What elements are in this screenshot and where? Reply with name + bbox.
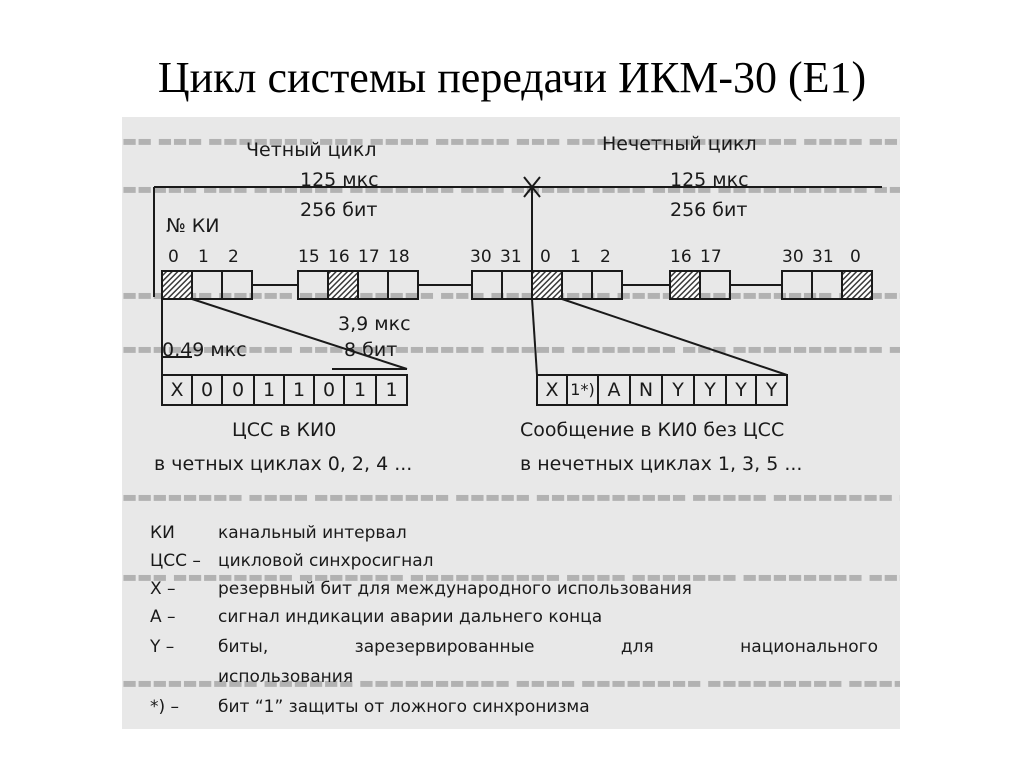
ki-number-label: № КИ — [166, 215, 220, 237]
even-slot-label: 15 — [298, 247, 320, 267]
odd-bit-cell: Y — [672, 379, 684, 401]
legend-term: A – — [150, 607, 176, 627]
even-cycle-bits: 256 бит — [300, 199, 378, 221]
odd-slot-0-hatch — [533, 272, 561, 298]
odd-bit-cell: X — [545, 379, 559, 401]
bleed-through-line: ▬▬▬ ▬▬▬▬▬▬▬▬ ▬▬▬▬▬▬▬ ▬▬▬▬▬▬▬▬▬▬ ▬▬▬▬ ▬▬▬… — [122, 567, 900, 586]
legend-definition: резервный бит для международного использ… — [218, 579, 692, 599]
legend-row: ЦСС – цикловой синхросигнал — [150, 551, 434, 571]
legend-definition: биты, зарезервированные для национальног… — [218, 637, 878, 657]
even-slot-label: 16 — [328, 247, 350, 267]
scanned-diagram: ▬▬ ▬▬▬ ▬▬▬▬▬▬▬ ▬▬▬ ▬▬▬▬ ▬▬▬▬▬ ▬▬▬ ▬▬▬▬▬▬… — [122, 117, 900, 729]
odd-cycle-period: 125 мкс — [670, 169, 749, 191]
odd-slot-16-hatch — [671, 272, 699, 298]
even-slot-label: 30 — [470, 247, 492, 267]
even-slot-label: 1 — [198, 247, 209, 267]
legend-definition: использования — [218, 667, 354, 687]
even-bit-cell: 0 — [231, 379, 245, 401]
legend-term: КИ — [150, 523, 175, 543]
odd-slot-label: 0 — [850, 247, 861, 267]
frame-structure-diagram: Четный цикл 125 мкс 256 бит № КИ 0 1 2 1… — [122, 117, 900, 729]
legend-term: X – — [150, 579, 176, 599]
legend-row: A – сигнал индикации аварии дальнего конц… — [150, 607, 602, 627]
legend-definition: канальный интервал — [218, 523, 407, 543]
even-bit-cell: X — [170, 379, 184, 401]
next-slot-0-hatch — [843, 272, 871, 298]
legend-row: X – резервный бит для международного испо… — [150, 579, 692, 599]
bleed-through-line: ▬▬▬▬ ▬▬▬▬▬▬▬ ▬▬▬ ▬▬▬▬▬▬▬▬▬ ▬▬▬▬▬ ▬▬▬▬▬▬▬… — [122, 339, 900, 358]
even-slot-label: 2 — [228, 247, 239, 267]
legend-definition: сигнал индикации аварии дальнего конца — [218, 607, 603, 627]
even-bit-cell: 1 — [353, 379, 367, 401]
legend-term: Y – — [150, 637, 175, 657]
even-bit-cell: 0 — [200, 379, 214, 401]
slot-duration: 3,9 мкс — [338, 313, 411, 335]
even-slot-0-hatch — [163, 272, 191, 298]
odd-slot-label: 30 — [782, 247, 804, 267]
odd-bit-cell: 1*) — [570, 380, 595, 399]
odd-bit-cell: Y — [704, 379, 716, 401]
bleed-through-line: ▬▬▬▬▬▬▬▬ ▬▬▬▬ ▬▬▬▬▬▬▬▬▬ ▬▬▬▬▬ ▬▬▬▬▬▬▬▬▬▬… — [122, 487, 900, 506]
even-slot-16-hatch — [329, 272, 357, 298]
odd-bit-cell: Y — [765, 379, 778, 401]
odd-bit-cell: Y — [735, 379, 747, 401]
legend-row: *) – бит “1” защиты от ложного синхронизм… — [150, 697, 590, 717]
odd-cycle-title: Нечетный цикл — [602, 133, 757, 155]
even-bit-cell: 0 — [322, 379, 336, 401]
even-bit-cell: 1 — [385, 379, 398, 401]
odd-cycle-bits: 256 бит — [670, 199, 748, 221]
odd-caption-1: Сообщение в КИ0 без ЦСС — [520, 419, 785, 441]
odd-bit-cell: A — [607, 379, 621, 401]
even-cycle-period: 125 мкс — [300, 169, 379, 191]
odd-slot-label: 0 — [540, 247, 551, 267]
odd-slot-label: 2 — [600, 247, 611, 267]
odd-caption-2: в нечетных циклах 1, 3, 5 ... — [520, 453, 803, 475]
even-slot-label: 0 — [168, 247, 179, 267]
bleed-through-line: ▬▬ ▬▬▬ ▬▬▬▬▬▬▬ ▬▬▬ ▬▬▬▬ ▬▬▬▬▬ ▬▬▬ ▬▬▬▬▬▬… — [122, 131, 900, 150]
even-slot-label: 17 — [358, 247, 380, 267]
odd-slot-label: 31 — [812, 247, 834, 267]
even-caption-2: в четных циклах 0, 2, 4 ... — [154, 453, 413, 475]
legend-definition: цикловой синхросигнал — [218, 551, 434, 571]
odd-slot-strip-right — [781, 270, 873, 300]
odd-slot-label: 16 — [670, 247, 692, 267]
even-cycle-title: Четный цикл — [246, 139, 377, 161]
even-caption-1: ЦСС в КИ0 — [232, 419, 337, 441]
even-bit-cell: 1 — [262, 379, 276, 401]
diagram-lines — [153, 176, 882, 406]
even-slot-label: 18 — [388, 247, 410, 267]
legend-definition: бит “1” защиты от ложного синхронизма — [218, 697, 590, 717]
legend-term: ЦСС – — [150, 551, 201, 571]
legend-row: Y – биты, зарезервированные для националь… — [150, 637, 878, 657]
odd-bit-cell: N — [638, 379, 654, 401]
odd-slot-label: 1 — [570, 247, 581, 267]
legend-row: КИ канальный интервал — [150, 523, 407, 543]
odd-slot-label: 17 — [700, 247, 722, 267]
legend-term: *) – — [150, 697, 180, 717]
slot-bits: 8 бит — [344, 339, 398, 361]
even-slot-label: 31 — [500, 247, 522, 267]
bleed-through-line: ▬▬▬▬▬▬▬▬▬ ▬▬▬▬▬▬ ▬▬▬▬▬▬▬▬▬▬ ▬▬▬▬ ▬▬▬▬▬▬▬… — [122, 673, 900, 692]
even-bit-cell: 1 — [292, 379, 306, 401]
legend-row: использования — [150, 667, 353, 687]
bleed-through-line: ▬▬▬▬▬ ▬▬▬ ▬▬▬▬▬▬ ▬▬▬▬▬▬▬ ▬▬▬ ▬▬▬▬▬▬▬▬▬ ▬… — [122, 179, 900, 198]
bit-duration: 0,49 мкс — [162, 339, 247, 361]
slide-title: Цикл системы передачи ИКМ-30 (Е1) — [157, 53, 867, 102]
